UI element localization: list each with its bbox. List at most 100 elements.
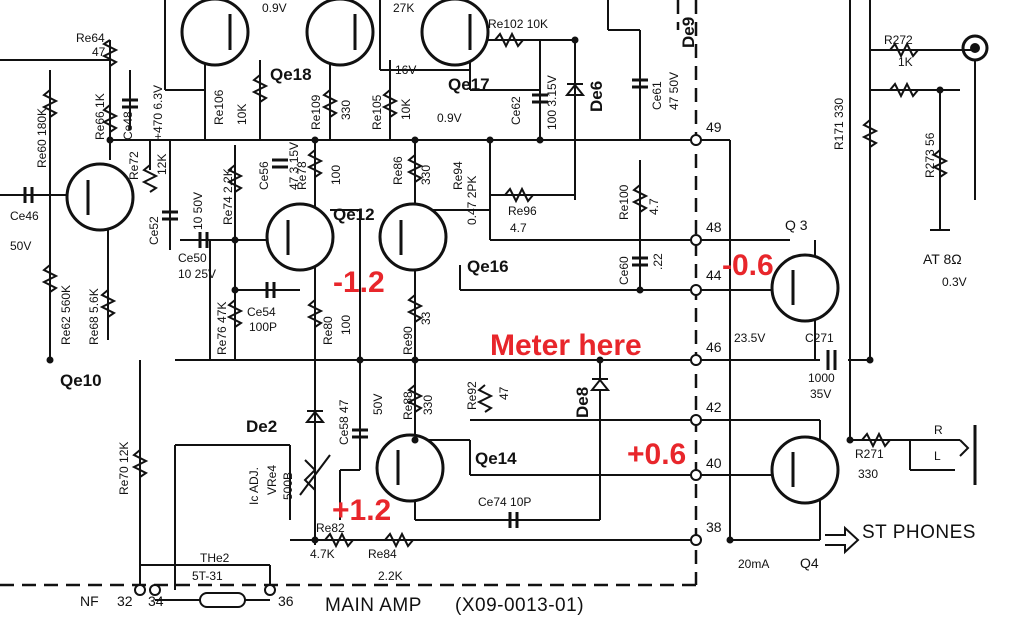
q4-label: Q4 xyxy=(800,555,819,571)
re94-label: Re94 xyxy=(451,161,465,190)
re86-value: 330 xyxy=(419,165,433,185)
qe14-label: Qe14 xyxy=(475,449,517,468)
ce62-label: Ce62 xyxy=(509,96,523,125)
ce56-value: 47 3.15V xyxy=(287,142,301,190)
re74-label: Re74 2.2K xyxy=(221,168,235,225)
vre4-value: 500B xyxy=(281,472,295,500)
qe17-label: Qe17 xyxy=(448,75,490,94)
main-amp-title: MAIN AMP xyxy=(325,595,422,616)
re70-label: Re70 12K xyxy=(117,442,131,495)
ce58-label: Ce58 47 xyxy=(337,399,351,445)
pin-44-label: 44 xyxy=(706,267,722,283)
ce61-label: Ce61 xyxy=(650,81,664,110)
ce46-label: Ce46 xyxy=(10,209,39,223)
ce50-value: 10 25V xyxy=(178,267,216,281)
c271-value: 1000 xyxy=(808,371,835,385)
pin-40-label: 40 xyxy=(706,455,722,471)
r171-label: R171 330 xyxy=(832,98,846,150)
re106-value: 10K xyxy=(235,104,249,125)
ic-adj-label: Ic ADJ. xyxy=(247,467,261,505)
ce52-label: Ce52 xyxy=(147,216,161,245)
pin-34-label: 34 xyxy=(148,593,164,609)
re78-value: 100 xyxy=(329,165,343,185)
re109-value: 330 xyxy=(339,100,353,120)
re78-label: Re78 xyxy=(295,161,309,190)
qe16-label: Qe16 xyxy=(467,257,509,276)
re88-value: 330 xyxy=(421,395,435,415)
re72-label: Re72 xyxy=(127,151,141,180)
pin-42-label: 42 xyxy=(706,399,722,415)
wires xyxy=(0,0,977,601)
pin-46-label: 46 xyxy=(706,339,722,355)
re62-label: Re62 560K xyxy=(59,285,73,345)
at8-label: AT 8Ω xyxy=(923,251,962,267)
st-phones-label: ST PHONES xyxy=(862,522,976,543)
re92-label: Re92 xyxy=(465,381,479,410)
ce52-value: 10 50V xyxy=(191,192,205,230)
r271-value: 330 xyxy=(858,467,878,481)
de2-label: De2 xyxy=(246,417,277,436)
re109-label: Re109 xyxy=(309,94,323,130)
ce60-label: Ce60 xyxy=(617,256,631,285)
component-labels: Re64 47 Re60 180K Re66 1K Ce48 +470 6.3V… xyxy=(10,1,967,583)
re64-label: Re64 xyxy=(76,31,105,45)
pin-nf-label: NF xyxy=(80,593,99,609)
de8-label: De8 xyxy=(573,387,592,418)
re82-value: 4.7K xyxy=(310,547,335,561)
pin-38-label: 38 xyxy=(706,519,722,535)
current-arrow-icon xyxy=(825,525,860,555)
ce54-value: 100P xyxy=(249,320,277,334)
re72-value: 12K xyxy=(155,154,169,175)
re106-label: Re106 xyxy=(212,89,226,125)
voltage-235v: 23.5V xyxy=(734,331,765,345)
c271-label: C271 xyxy=(805,331,834,345)
meter-here-annotation: Meter here xyxy=(490,329,642,362)
current-20ma: 20mA xyxy=(738,557,769,571)
re105-value: 10K xyxy=(399,99,413,120)
re90-label: Re90 xyxy=(401,326,415,355)
pin-36-label: 36 xyxy=(278,593,294,609)
transistors xyxy=(65,0,840,505)
qe18-label: Qe18 xyxy=(270,65,312,84)
diodes xyxy=(199,83,611,608)
re100-label: Re100 xyxy=(617,184,631,220)
q3-label: Q 3 xyxy=(785,217,808,233)
r272-label: R272 xyxy=(884,33,913,47)
the2-label: THe2 xyxy=(200,551,230,565)
the2-value: 5T-31 xyxy=(192,569,223,583)
re84-value: 2.2K xyxy=(378,569,403,583)
voltage-09v-a: 0.9V xyxy=(262,1,287,15)
re60-label: Re60 180K xyxy=(35,108,49,168)
re94-value: 0.47 2PK xyxy=(465,176,479,225)
ce48-label: Ce48 xyxy=(121,111,135,140)
re92-value: 47 xyxy=(497,386,511,400)
voltage-16v: 16V xyxy=(395,63,416,77)
re105-label: Re105 xyxy=(370,94,384,130)
ce56-label: Ce56 xyxy=(257,161,271,190)
jack-icon xyxy=(961,34,989,62)
re96-label: Re96 xyxy=(508,204,537,218)
resistors xyxy=(41,31,949,549)
vre4-label: VRe4 xyxy=(265,465,279,495)
re86-label: Re86 xyxy=(391,156,405,185)
ce54-label: Ce54 xyxy=(247,305,276,319)
re96-value: 4.7 xyxy=(510,221,527,235)
re68-label: Re68 5.6K xyxy=(87,288,101,345)
qe12-label: Qe12 xyxy=(333,205,375,224)
part-number: (X09-0013-01) xyxy=(455,595,584,616)
ce61-value: 47 50V xyxy=(667,72,681,110)
ce74-label: Ce74 10P xyxy=(478,495,531,509)
re90-value: 33 xyxy=(419,311,433,325)
c271-voltage: 35V xyxy=(810,387,831,401)
ce48-value: +470 6.3V xyxy=(151,85,165,140)
at8-value: 0.3V xyxy=(942,275,967,289)
re80-value: 100 xyxy=(339,315,353,335)
re64-value: 47 xyxy=(92,45,106,59)
ce60-value: .22 xyxy=(651,253,665,270)
q4-voltage-annotation: +0.6 xyxy=(627,438,686,471)
qe12-voltage-annotation: -1.2 xyxy=(333,266,385,299)
re100-value: 4.7 xyxy=(647,198,661,215)
re84-label: Re84 xyxy=(368,547,397,561)
ce62-value: 100 3.15V xyxy=(545,75,559,130)
